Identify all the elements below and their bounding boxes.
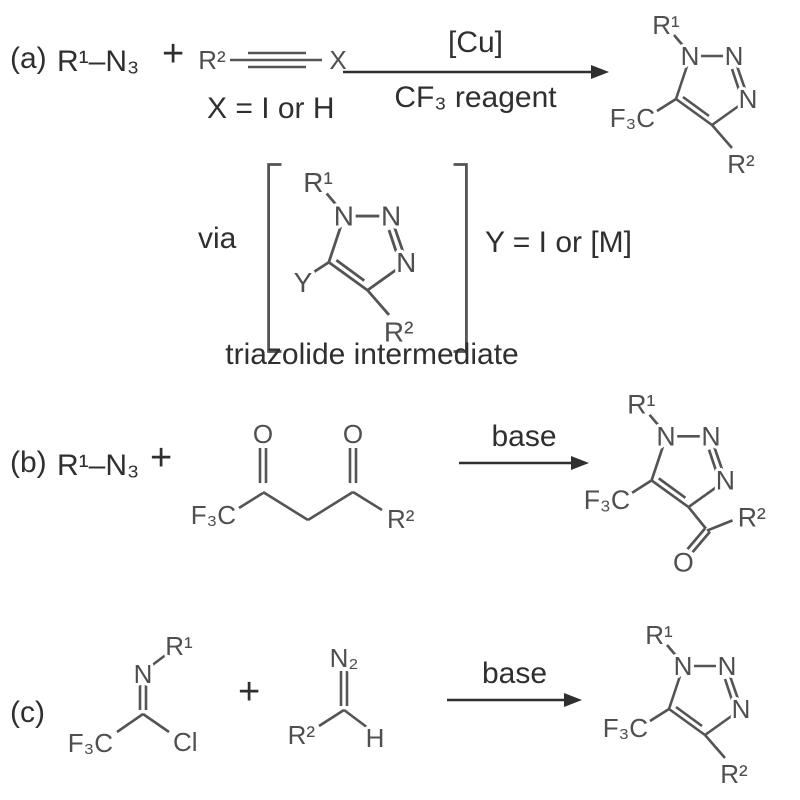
imidoyl-cf3-label: F₃C xyxy=(68,728,113,758)
scheme-label-a: (a) xyxy=(10,42,47,75)
product-a-r1-label: R¹ xyxy=(652,10,680,40)
alkyne-r2-label: R² xyxy=(198,45,226,75)
product-a-n2-atom: N xyxy=(725,41,744,71)
product-c-r1-label: R¹ xyxy=(645,620,673,650)
via-text: via xyxy=(198,222,237,255)
intermediate-y-label: Y xyxy=(294,267,313,298)
imidoyl-chloride-structure: N R¹ F₃C Cl xyxy=(65,628,201,761)
intermediate-caption: triazolide intermediate xyxy=(225,338,519,371)
imidoyl-cl-label: Cl xyxy=(173,727,198,757)
diketone-o2-atom: O xyxy=(343,419,363,449)
product-b-r1-label: R¹ xyxy=(627,390,655,420)
arrow-c-above-text: base xyxy=(481,657,548,690)
product-b-cf3-label: F₃C xyxy=(584,485,630,515)
alkyne-x-label: X xyxy=(329,45,346,75)
left-bracket xyxy=(267,163,282,353)
product-c-cf3-label: F₃C xyxy=(603,713,648,743)
arrow-a-below-text: CF₃ reagent xyxy=(394,81,557,114)
alkyne-structure: R² X xyxy=(195,42,349,78)
reaction-arrow-b xyxy=(459,456,589,470)
imidoyl-r1-label: R¹ xyxy=(165,631,193,661)
intermediate-n1-atom: N xyxy=(334,201,354,232)
x-condition-text: X = I or H xyxy=(207,92,335,125)
product-a-n3-atom: N xyxy=(739,84,758,114)
reaction-arrow-c xyxy=(447,693,582,707)
azide-formula-a: R¹–N₃ xyxy=(57,45,140,78)
scheme-label-c: (c) xyxy=(10,696,45,729)
diazo-r2-label: R² xyxy=(288,720,316,750)
intermediate-n2-atom: N xyxy=(381,201,401,232)
y-condition-text: Y = I or [M] xyxy=(485,226,632,259)
diazo-n2-label: N₂ xyxy=(330,643,359,673)
product-b-r2-label: R² xyxy=(738,502,766,532)
product-structure-a: R¹ N N N F₃C R² xyxy=(607,7,761,182)
product-b-n3-atom: N xyxy=(716,465,735,495)
product-b-n1-atom: N xyxy=(656,421,675,451)
plus-sign-a: + xyxy=(162,33,185,75)
product-a-cf3-label: F₃C xyxy=(610,103,655,133)
right-bracket xyxy=(453,163,468,353)
product-a-r2-label: R² xyxy=(727,149,755,179)
diketone-cf3-label: F₃C xyxy=(191,500,236,530)
reaction-arrow-a xyxy=(343,65,609,79)
product-c-n2-atom: N xyxy=(718,651,737,681)
azide-formula-b: R¹–N₃ xyxy=(57,449,140,482)
intermediate-r2-label: R² xyxy=(384,317,413,348)
diketone-o1-atom: O xyxy=(253,419,273,449)
product-structure-b: R¹ N N N F₃C O R² xyxy=(581,387,769,581)
product-b-n2-atom: N xyxy=(701,421,720,451)
product-c-n3-atom: N xyxy=(732,694,751,724)
triazolide-structure: R¹ N N N Y R² xyxy=(267,163,468,353)
scheme-label-b: (b) xyxy=(10,446,47,479)
arrow-b-above-text: base xyxy=(491,420,557,453)
diazo-structure: N₂ R² H xyxy=(285,640,388,756)
plus-sign-b: + xyxy=(150,437,173,479)
diketone-structure: F₃C O O R² xyxy=(188,416,418,537)
diazo-h-atom: H xyxy=(366,723,385,753)
diketone-r2-label: R² xyxy=(387,504,415,534)
intermediate-r1-label: R¹ xyxy=(303,167,332,198)
product-b-o-atom: O xyxy=(673,547,694,577)
imidoyl-n-atom: N xyxy=(134,659,153,689)
product-c-n1-atom: N xyxy=(674,651,693,681)
plus-sign-c: + xyxy=(238,671,261,713)
product-structure-c: R¹ N N N F₃C R² xyxy=(600,617,754,792)
arrow-a-above-text: [Cu] xyxy=(447,26,504,59)
product-c-r2-label: R² xyxy=(720,759,748,789)
intermediate-n3-atom: N xyxy=(396,247,416,278)
product-a-n1-atom: N xyxy=(681,41,700,71)
